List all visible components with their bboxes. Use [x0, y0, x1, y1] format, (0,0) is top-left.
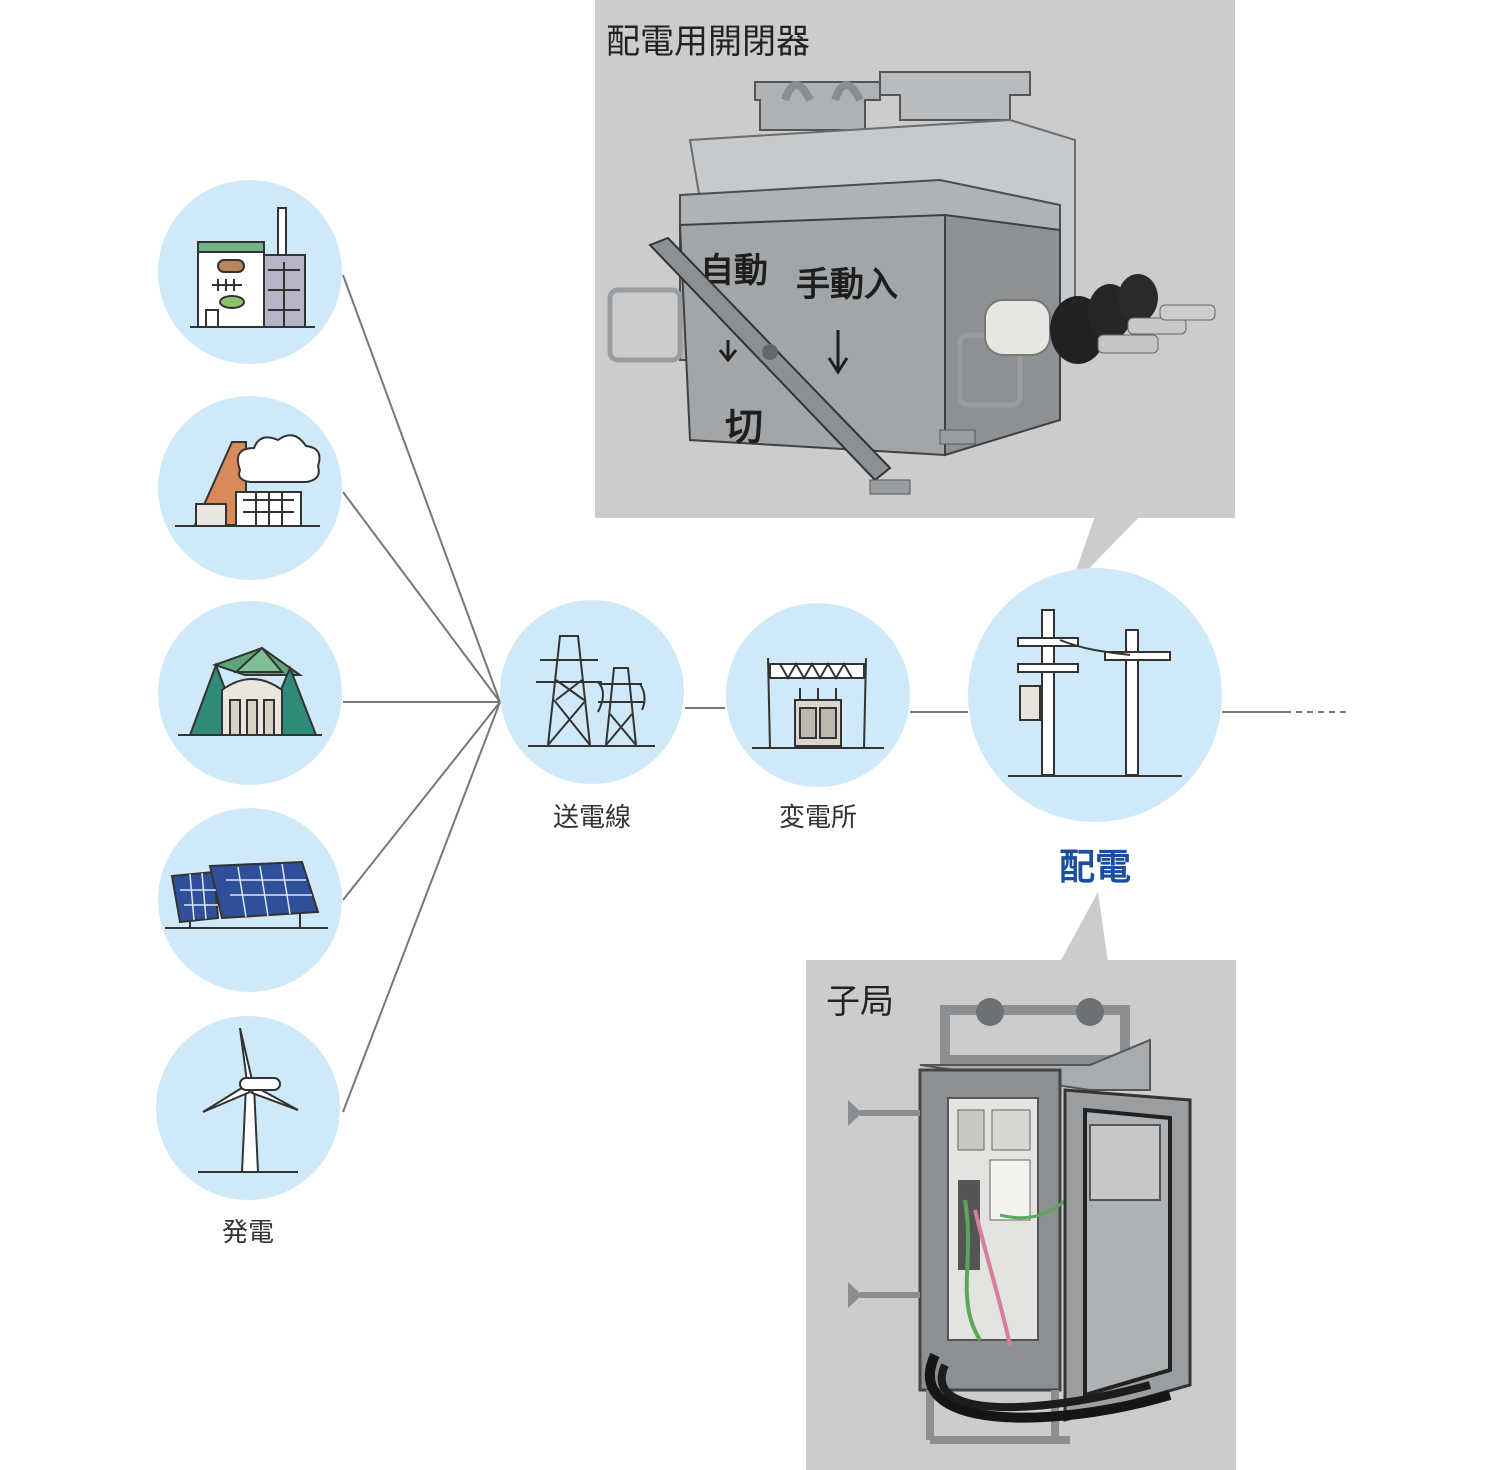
utility-pole-icon [1008, 609, 1182, 777]
remote-cabinet-top [919, 1038, 1151, 1091]
remote-wiring [973, 1209, 1012, 1346]
arrow-down-icon [827, 330, 849, 375]
remote-clamp [1076, 998, 1104, 1026]
connector-lines [342, 274, 1350, 1113]
biomass-plant-node [158, 180, 342, 364]
remote-unit-panel-title: 子局 [826, 982, 894, 1022]
transmission-line-label: 送電線 [552, 803, 632, 833]
remote-clamp [976, 998, 1004, 1026]
switch-left-handle [607, 287, 683, 363]
hydro-plant-node [158, 601, 342, 785]
transmission-line-node [500, 600, 684, 784]
hydro-plant-icon [178, 646, 322, 736]
wind-turbine-icon [198, 1027, 299, 1173]
switch-manual-on-marking: 手動入 [796, 265, 898, 305]
switch-panel-title: 配電用開閉器 [606, 22, 810, 62]
remote-module [991, 1109, 1031, 1151]
remote-panel-pointer [1060, 892, 1108, 962]
remote-cable [937, 1363, 1152, 1412]
distribution-node[interactable] [968, 568, 1222, 822]
remote-unit-photo-panel [806, 892, 1236, 1470]
thermal-plant-icon [175, 434, 321, 527]
switch-off-marking: 切 [725, 405, 763, 449]
switch-foot [939, 429, 976, 445]
arrow-down-icon [718, 340, 738, 363]
switch-top-brackets [754, 71, 1031, 131]
transmission-tower-icon [528, 635, 655, 747]
connector-line [342, 491, 501, 703]
wing-bolt-icon [848, 1100, 920, 1126]
solar-plant-node [158, 808, 342, 992]
distribution-label: 配電 [1058, 847, 1132, 888]
switch-foot [869, 479, 911, 495]
substation-label: 変電所 [778, 803, 858, 833]
lever-pivot [762, 344, 778, 360]
switch-photo-panel: 自動 手動入 切 [595, 0, 1235, 588]
solar-panel-icon [165, 860, 328, 929]
wing-bolt-icon [848, 1282, 920, 1308]
connector-line [342, 274, 501, 703]
generation-label: 発電 [221, 1218, 275, 1248]
connector-line [342, 701, 501, 901]
remote-wiring [963, 1199, 982, 1342]
biomass-plant-icon [190, 207, 315, 328]
substation-node [726, 603, 910, 787]
connector-line [342, 701, 501, 1113]
switch-bushings [984, 274, 1216, 364]
wind-turbine-node [156, 1016, 340, 1200]
remote-cable [924, 1352, 1172, 1423]
substation-icon [752, 657, 884, 749]
remote-module [957, 1109, 985, 1151]
remote-door-box [1089, 1124, 1161, 1201]
thermal-plant-node [158, 396, 342, 580]
remote-caution-label [989, 1159, 1031, 1221]
